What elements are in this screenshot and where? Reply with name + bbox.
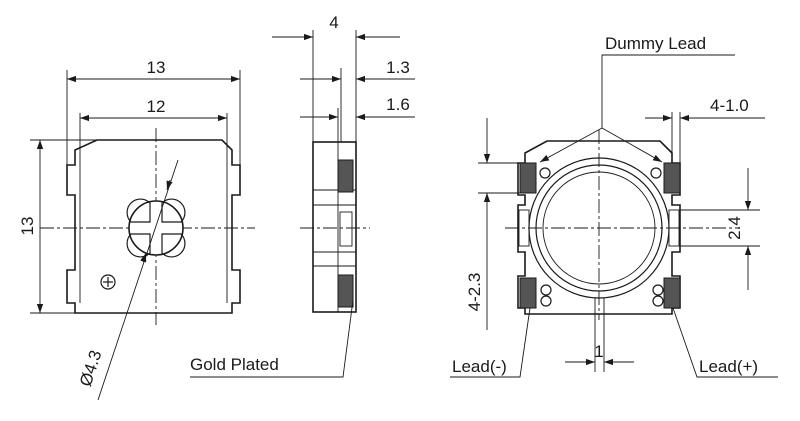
sound-hole [126,198,186,258]
side-mid-lead [339,211,353,247]
bottom-slot [594,297,605,315]
dim-label-side-lead-1: 1.3 [386,58,410,77]
dim-label-width-inner: 12 [147,97,166,116]
label-dummy-lead: Dummy Lead [605,34,706,53]
bottom-view: Dummy Lead 4-1.0 2.4 4-2.3 [450,34,778,378]
dim-side-lead-1: 1.3 [300,58,415,142]
mount-hole-bottom-right-a [652,284,664,296]
polarity-mark-icon [100,274,116,290]
mount-hole-bottom-left-a [540,284,552,296]
dim-label-slot-width: 1 [594,342,603,361]
dim-label-width-outer: 13 [147,58,166,77]
mount-hole-top-left [539,167,551,179]
dim-mid-lead-height: 2.4 [680,168,760,290]
mount-hole-top-right [650,167,662,179]
bottom-mid-lead-left [518,209,530,247]
dummy-lead-callout: Dummy Lead [539,34,735,163]
front-view-inner-edges [79,150,228,303]
side-view: 4 1.3 1.6 Gold Plated [190,13,415,378]
dim-label-lead-spacing: 4-2.3 [465,273,484,312]
dim-label-diameter: Ø4.3 [76,348,105,389]
dim-front-width-outer: 13 [66,58,241,165]
side-lead-pad-top [337,159,354,193]
bottom-mid-lead-right [668,209,680,247]
label-gold-plated: Gold Plated [190,355,279,374]
gold-plated-callout: Gold Plated [190,299,354,378]
lead-plus-pad [663,277,681,309]
dim-lead-width: 4-1.0 [645,96,765,163]
dim-side-lead-2: 1.6 [300,95,415,142]
dim-front-height: 13 [18,139,97,314]
lead-minus-callout: Lead(-) [450,307,531,378]
dim-label-side-lead-2: 1.6 [386,95,410,114]
dummy-lead-pad-right [663,162,681,194]
dim-slot-width: 1 [565,314,634,372]
dim-lead-spacing: 4-2.3 [465,118,520,330]
lead-minus-pad [519,277,537,309]
label-lead-minus: Lead(-) [452,357,507,376]
dim-label-mid-lead-height: 2.4 [725,216,744,240]
dim-label-side-thickness: 4 [329,13,338,32]
mount-hole-bottom-right-b [652,295,664,307]
dummy-lead-pad-left [519,162,537,194]
dim-side-thickness: 4 [272,13,400,142]
dim-label-height: 13 [18,217,37,236]
mount-hole-bottom-left-b [540,295,552,307]
dim-label-lead-width: 4-1.0 [710,96,749,115]
lead-plus-callout: Lead(+) [672,307,778,378]
dim-front-width-inner: 12 [79,97,228,150]
side-lead-pad-bottom [337,274,354,308]
front-view: 13 12 13 Ø4.3 [18,58,255,401]
label-lead-plus: Lead(+) [699,357,758,376]
